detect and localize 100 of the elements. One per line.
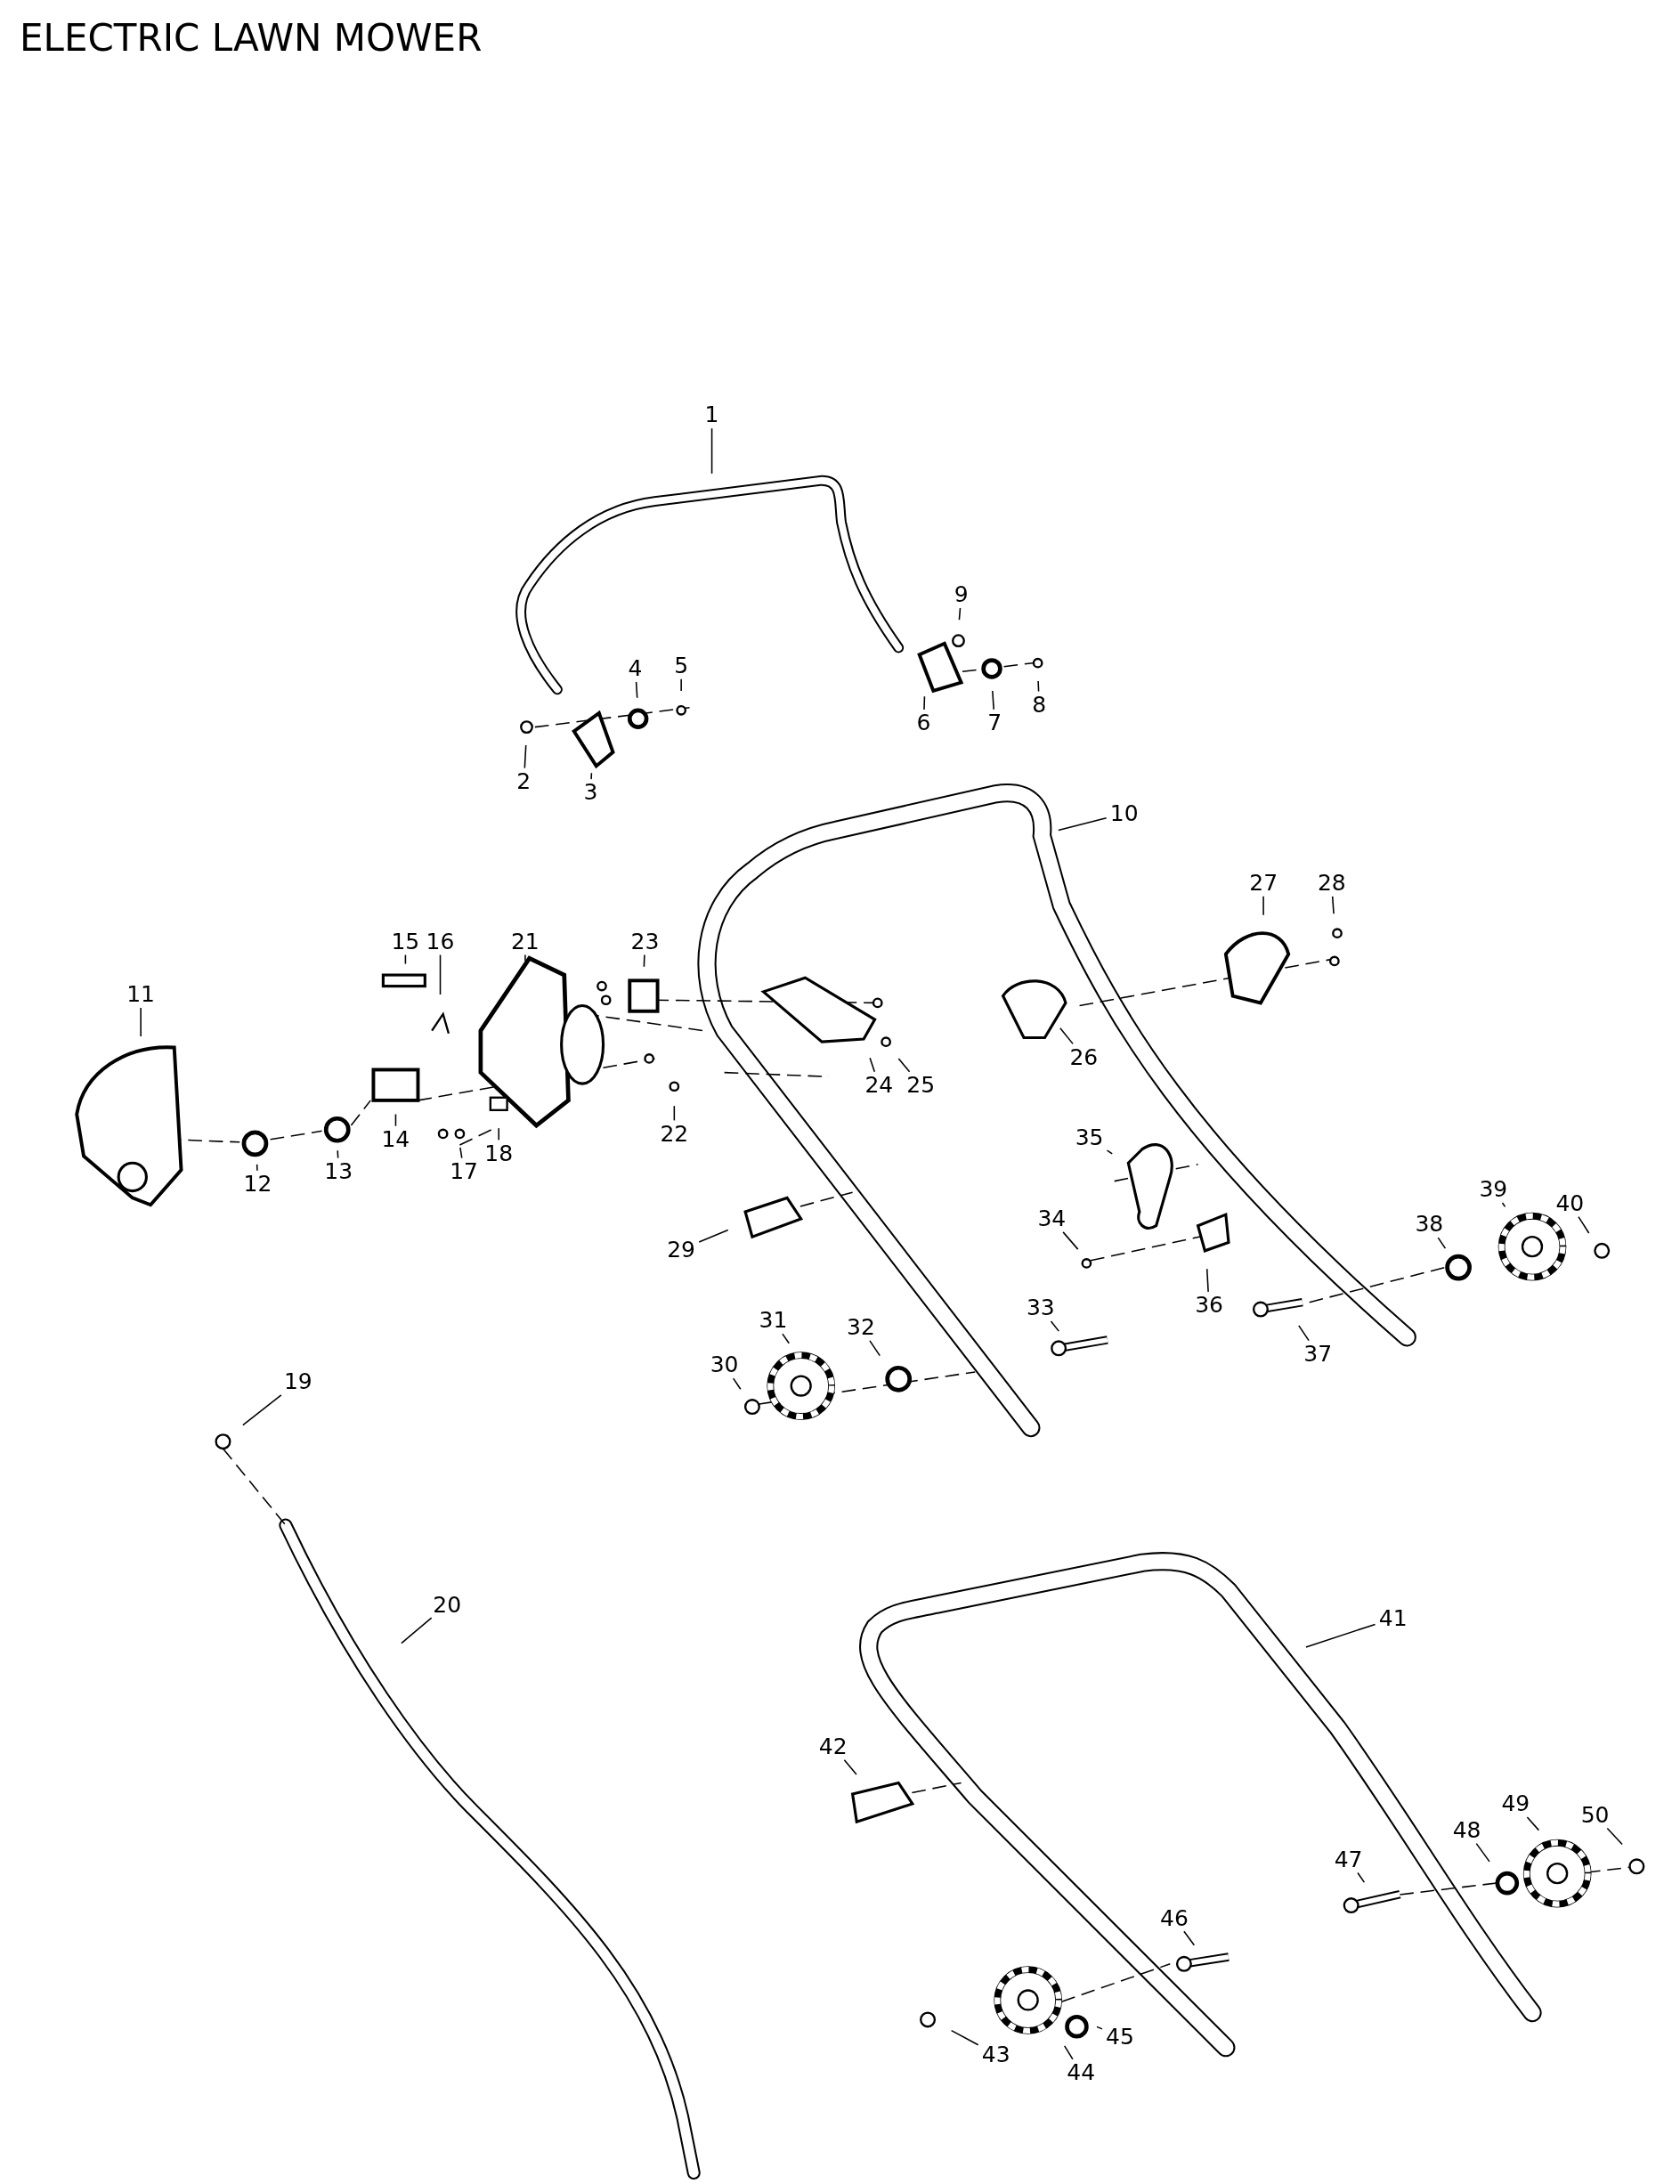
leader-line	[1606, 1827, 1623, 1846]
callout-number: 34	[1034, 1206, 1070, 1233]
callout-number: 35	[1071, 1124, 1108, 1152]
leader-line	[843, 1759, 857, 1775]
leader-line	[923, 695, 926, 710]
callout-number: 41	[1375, 1605, 1411, 1633]
callout-number: 26	[1066, 1043, 1102, 1071]
leader-line	[1357, 1871, 1366, 1883]
leader-line	[337, 1149, 339, 1159]
leader-line	[897, 1058, 911, 1073]
leader-line	[992, 690, 994, 710]
callout-number: 43	[978, 2041, 1014, 2068]
callout-number: 13	[321, 1157, 357, 1185]
callout-number: 44	[1063, 2059, 1100, 2087]
leader-line	[394, 1113, 397, 1127]
leader-line	[635, 681, 638, 699]
callout-number: 21	[507, 928, 543, 955]
callout-number: 37	[1300, 1340, 1336, 1368]
callout-number: 3	[580, 779, 602, 807]
leader-line	[673, 1105, 676, 1122]
callout-number: 15	[387, 928, 424, 955]
leader-line	[1578, 1215, 1590, 1234]
leader-line	[1059, 1027, 1074, 1045]
callout-number: 9	[950, 581, 972, 609]
callout-number: 40	[1552, 1189, 1588, 1217]
leader-line	[1062, 1231, 1079, 1250]
callout-number: 18	[481, 1140, 517, 1167]
callout-number: 4	[624, 655, 646, 683]
leader-line	[140, 1007, 142, 1037]
leader-line	[643, 954, 645, 968]
leader-line	[958, 607, 962, 621]
leader-line	[1106, 1149, 1113, 1155]
callout-number: 49	[1497, 1790, 1534, 1818]
callout-number: 16	[422, 928, 459, 955]
leader-line	[1298, 1325, 1310, 1342]
callout-number: 10	[1106, 800, 1142, 827]
callout-number: 19	[280, 1368, 316, 1396]
callout-number: 29	[663, 1236, 700, 1263]
leader-line	[404, 954, 407, 965]
leader-line	[439, 954, 442, 995]
leader-line	[1037, 680, 1040, 693]
callout-number: 31	[755, 1307, 791, 1335]
callout-number: 12	[239, 1170, 276, 1198]
leader-line	[782, 1333, 790, 1344]
leader-line	[1437, 1237, 1447, 1249]
leader-line	[498, 1127, 499, 1141]
callout-number: 38	[1411, 1211, 1448, 1238]
callout-number: 14	[377, 1125, 414, 1153]
leader-line	[1501, 1202, 1506, 1208]
leader-line	[1262, 896, 1264, 916]
callout-number: 46	[1157, 1904, 1192, 1932]
leader-line	[950, 2029, 979, 2046]
callout-number: 22	[656, 1120, 693, 1148]
callout-number: 11	[123, 981, 159, 1009]
callout-number: 1	[701, 402, 723, 429]
callout-number: 36	[1191, 1292, 1228, 1319]
leader-line	[869, 1057, 876, 1073]
leader-line	[680, 678, 682, 692]
callout-number: 8	[1028, 691, 1051, 719]
leader-line	[1050, 1320, 1060, 1332]
leader-line	[869, 1340, 881, 1357]
leader-line	[1063, 2045, 1074, 2060]
callout-number: 17	[446, 1157, 483, 1185]
leader-line	[1475, 1842, 1490, 1863]
leader-line	[1096, 2026, 1103, 2030]
leader-line	[732, 1377, 742, 1390]
leader-line	[1205, 1268, 1209, 1293]
leader-line	[1526, 1816, 1540, 1831]
leader-line	[710, 427, 713, 475]
leader-line	[590, 772, 593, 780]
callout-number: 27	[1246, 870, 1282, 897]
leader-line	[256, 1164, 258, 1172]
callout-number: 23	[627, 928, 663, 955]
leader-line	[1331, 896, 1335, 915]
leader-line	[523, 744, 527, 769]
leader-line	[1183, 1930, 1196, 1946]
callout-number: 39	[1475, 1176, 1512, 1204]
callout-number: 48	[1449, 1817, 1485, 1844]
leader-line	[698, 1229, 729, 1243]
callout-number: 28	[1313, 870, 1350, 897]
leader-line	[1058, 817, 1108, 832]
callout-number: 50	[1577, 1801, 1613, 1829]
callout-number: 5	[670, 652, 693, 679]
leader-line	[524, 954, 526, 962]
callout-number: 30	[706, 1352, 743, 1379]
callout-number: 20	[429, 1591, 466, 1619]
leader-line	[401, 1617, 433, 1644]
leader-line	[242, 1394, 282, 1426]
callout-number: 24	[861, 1071, 897, 1099]
callout-number: 32	[842, 1314, 879, 1342]
callout-number: 6	[913, 710, 935, 737]
callout-number: 45	[1102, 2023, 1138, 2050]
diagram-title: ELECTRIC LAWN MOWER	[20, 16, 483, 60]
callout-number: 33	[1022, 1295, 1059, 1322]
callout-number: 7	[984, 710, 1006, 737]
callout-number: 2	[513, 767, 535, 795]
callout-number: 47	[1330, 1846, 1367, 1873]
leader-line	[459, 1147, 463, 1159]
leader-line	[1305, 1623, 1376, 1648]
callout-number: 42	[815, 1733, 851, 1761]
